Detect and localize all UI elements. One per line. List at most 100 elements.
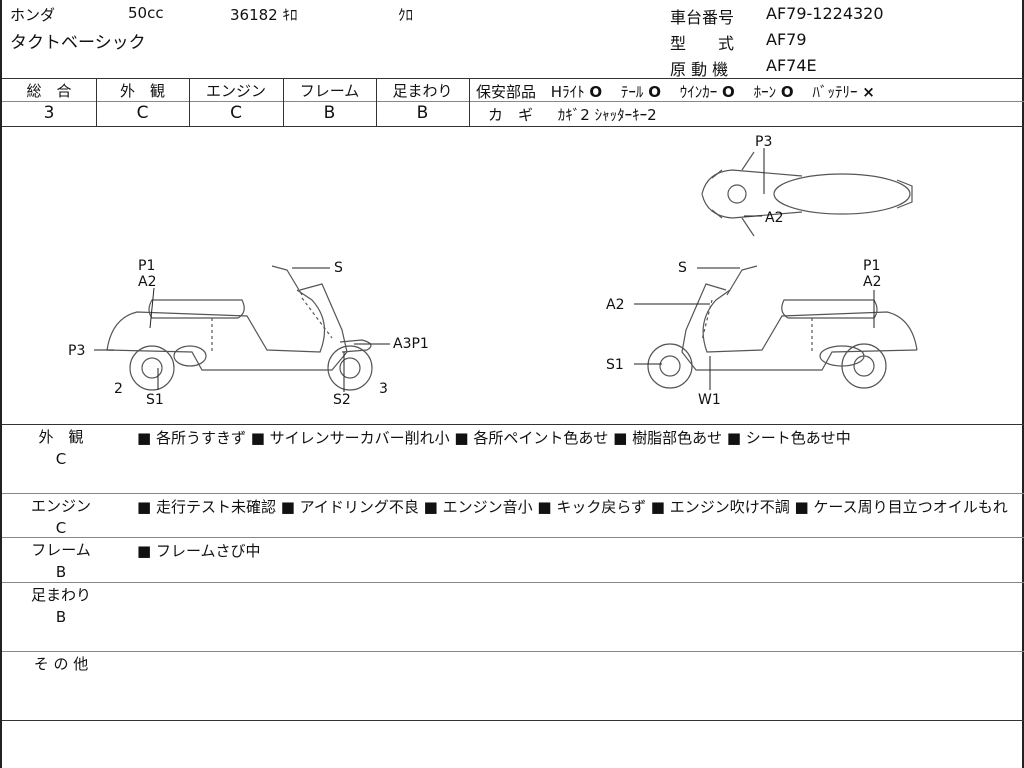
divider <box>2 537 1024 538</box>
note-label: そ の 他 <box>33 655 89 673</box>
diagram-label: A2 <box>138 274 156 290</box>
safety-item-mark: O <box>780 83 794 101</box>
note-label: 足まわり <box>30 586 91 604</box>
handlebar <box>271 265 303 296</box>
diagram-label: S <box>678 260 687 276</box>
rear-wheel <box>129 345 175 391</box>
safety-item-label: ｳｲﾝｶｰ <box>679 83 718 101</box>
diagram-label: A3P1 <box>393 336 429 352</box>
grade-engine-value: C <box>230 103 242 123</box>
divider <box>2 582 1024 583</box>
maker: ホンダ <box>10 6 56 24</box>
grade-frame-label: フレーム <box>299 82 360 100</box>
diagram-label: W1 <box>698 392 721 408</box>
grade-suspension-value: B <box>416 103 429 123</box>
scooter-seat <box>781 299 878 319</box>
diagram-label: P3 <box>68 343 85 359</box>
front-wheel <box>647 343 693 389</box>
topview-handlebar <box>741 151 755 237</box>
muffler <box>173 345 207 367</box>
front-wheel <box>327 345 373 391</box>
front-hub <box>339 357 361 379</box>
note-label: エンジン <box>30 497 91 515</box>
safety-item-mark: O <box>589 83 603 101</box>
color: ｸﾛ <box>398 6 414 24</box>
muffler <box>819 345 865 367</box>
grade-overall-value: 3 <box>43 103 55 123</box>
note-label: フレーム <box>31 541 91 559</box>
note-grade: B <box>55 608 67 626</box>
safety-item: Hﾗｲﾄ O <box>551 83 602 101</box>
diagram-label: P1 <box>138 258 155 274</box>
scooter-floor <box>681 283 918 371</box>
safety-item: ﾊﾞｯﾃﾘｰ × <box>812 83 874 101</box>
safety-item-label: ﾃｰﾙ <box>620 83 644 101</box>
rear-hub <box>853 355 875 377</box>
mileage-value: 36182 <box>230 6 278 24</box>
topview-mirrors <box>711 169 913 219</box>
safety-item: ｳｲﾝｶｰ O <box>680 83 735 101</box>
scooter-body <box>702 289 918 353</box>
diagram-label: P1 <box>863 258 880 274</box>
note-grade: B <box>55 563 67 581</box>
rear-hub <box>141 357 163 379</box>
type-value: AF79 <box>766 30 807 49</box>
safety-item-mark: × <box>862 83 875 101</box>
mileage: 36182 ｷﾛ <box>230 4 298 25</box>
grade-overall-label: 総 合 <box>26 82 72 100</box>
divider <box>376 78 377 126</box>
damage-diagram: P1 A2 S P3 A3P1 2 S1 S2 3 S A2 P1 A2 S1 … <box>68 134 918 408</box>
safety-item-mark: O <box>648 83 661 101</box>
displacement: 50cc <box>128 4 164 22</box>
safety-item: ﾎｰﾝ O <box>754 83 794 101</box>
note-frame-text: ■ フレームさび中 <box>137 542 261 560</box>
divider <box>283 78 284 126</box>
safety-item-label: ﾎｰﾝ <box>753 83 777 101</box>
divider <box>2 126 1024 127</box>
front-fender <box>339 339 372 353</box>
key-value: ｶｷﾞ2 ｼｬｯﾀｰｷｰ2 <box>557 106 657 124</box>
divider <box>470 101 1024 102</box>
divider <box>2 101 470 102</box>
key-label: カ ギ <box>488 106 534 124</box>
grade-engine-label: エンジン <box>205 82 266 100</box>
note-label: 外 観 <box>38 428 84 446</box>
note-exterior-text: ■ 各所うすきず ■ サイレンサーカバー削れ小 ■ 各所ペイント色あせ ■ 樹脂… <box>137 429 851 447</box>
type-label: 型 式 <box>670 34 735 53</box>
diagram-label: S1 <box>146 392 164 408</box>
safety-item-label: Hﾗｲﾄ <box>550 83 585 101</box>
note-grade: C <box>55 519 67 537</box>
grade-suspension-label: 足まわり <box>392 82 453 100</box>
key-row: カ ギ ｶｷﾞ2 ｼｬｯﾀｰｷｰ2 <box>488 104 657 125</box>
engine-label: 原 動 機 <box>670 60 729 79</box>
mileage-unit: ｷﾛ <box>282 6 298 24</box>
safety-item-mark: O <box>722 83 735 101</box>
handlebar <box>726 265 758 296</box>
divider <box>469 78 470 126</box>
topview-seat <box>773 173 911 215</box>
divider <box>2 424 1024 425</box>
diagram-label: A2 <box>863 274 881 290</box>
frame-no-label: 車台番号 <box>670 8 735 27</box>
panel-line <box>701 299 813 352</box>
note-other-label: そ の 他 <box>20 653 102 675</box>
diagram-label: 2 <box>114 381 123 397</box>
note-frame-label: フレーム B <box>20 539 102 583</box>
grade-exterior-label: 外 観 <box>119 82 165 100</box>
topview-headlight <box>727 184 747 204</box>
divider <box>2 78 1024 79</box>
divider <box>2 720 1024 721</box>
note-engine-label: エンジン C <box>20 495 102 539</box>
safety-item-label: ﾊﾞｯﾃﾘｰ <box>812 83 858 101</box>
note-suspension-label: 足まわり B <box>20 584 102 628</box>
safety-title: 保安部品 <box>476 83 537 101</box>
panel-line <box>211 297 333 352</box>
diagram-label: S <box>334 260 343 276</box>
diagram-label: A2 <box>765 210 783 226</box>
note-engine-text: ■ 走行テスト未確認 ■ アイドリング不良 ■ エンジン音小 ■ キック戻らず … <box>137 498 1008 516</box>
diagram-label: S1 <box>606 357 624 373</box>
divider <box>96 78 97 126</box>
diagram-label: P3 <box>755 134 772 150</box>
